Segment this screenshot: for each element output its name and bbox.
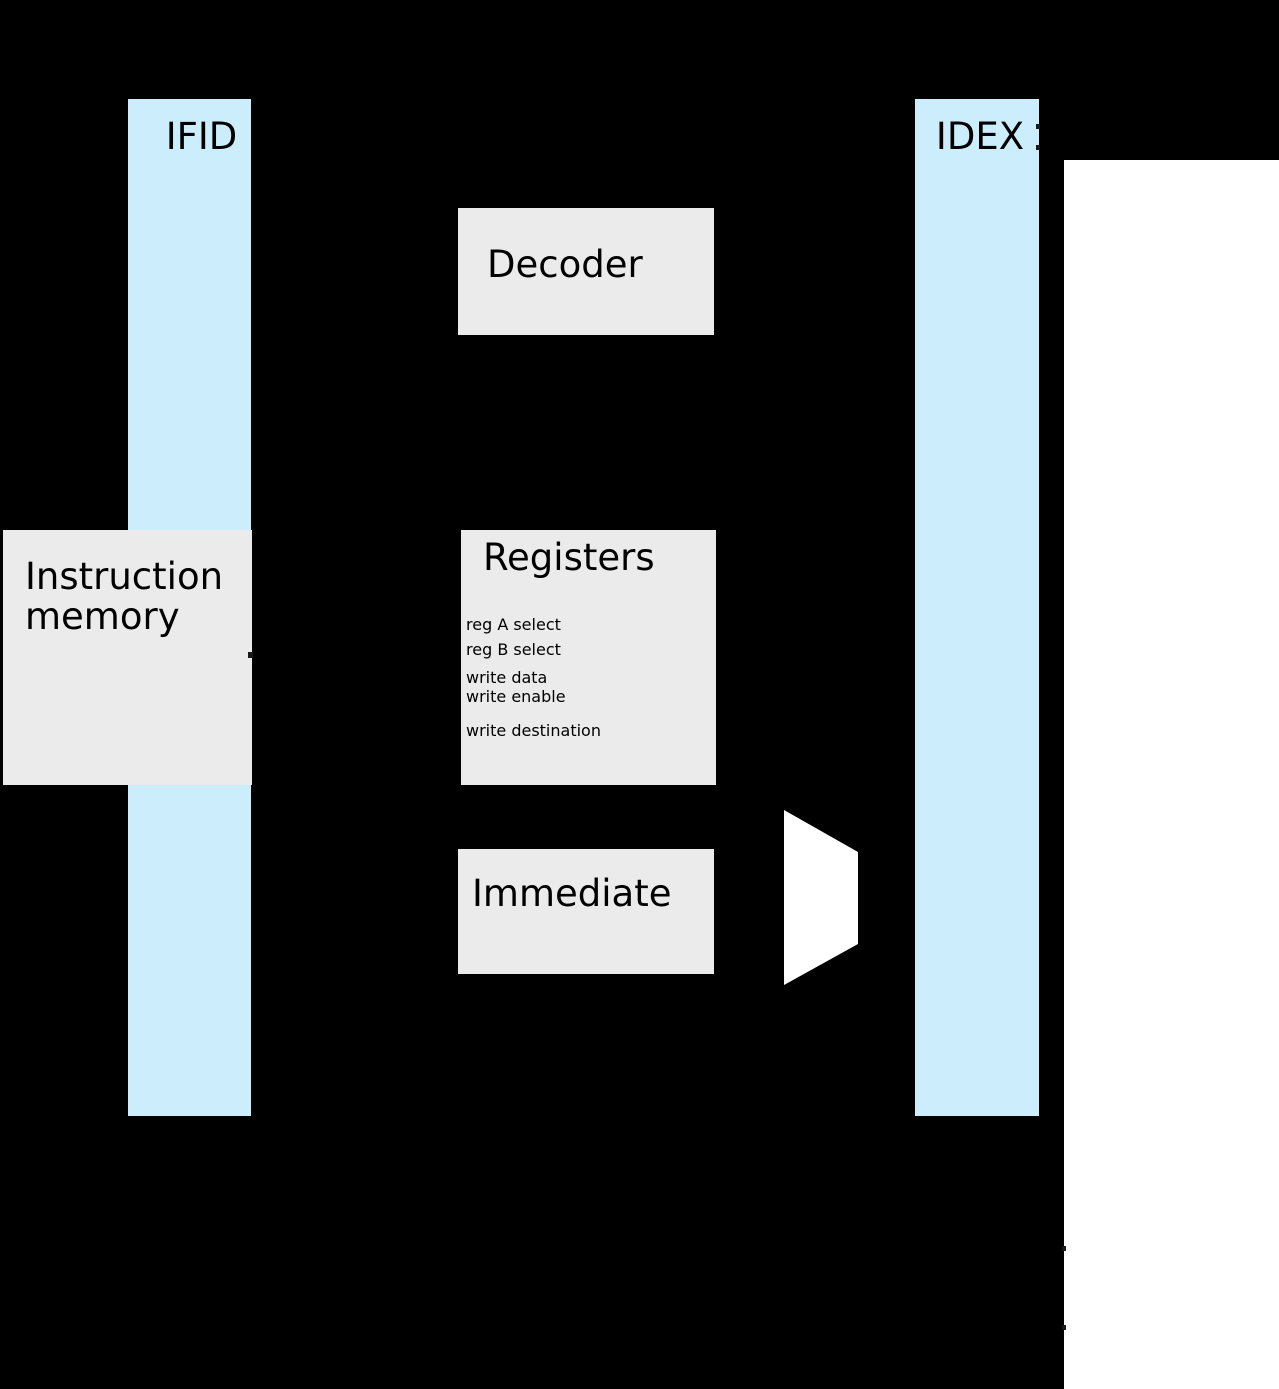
- unit-instruction-memory-label: Instruction memory: [25, 555, 224, 638]
- white-background-panel: [1064, 160, 1279, 1389]
- unit-instruction-memory[interactable]: [3, 530, 252, 785]
- registers-port-reg-a-select: reg A select: [466, 615, 561, 634]
- unit-registers-label: Registers: [483, 536, 655, 579]
- registers-port-reg-b-select: reg B select: [466, 640, 561, 659]
- registers-port-write-enable: write enable: [466, 687, 566, 706]
- unit-decoder-label: Decoder: [487, 243, 643, 286]
- bus-tick-icon-idex-lower: [1036, 145, 1040, 150]
- operand-multiplexer[interactable]: [783, 808, 863, 988]
- unit-immediate-label: Immediate: [472, 872, 672, 915]
- pipeline-register-ifid-label: IFID: [165, 115, 238, 158]
- pipeline-register-idex[interactable]: [915, 99, 1039, 1116]
- instruction-memory-output-port-icon: [248, 652, 253, 658]
- unit-registers[interactable]: [461, 530, 716, 785]
- pipeline-register-idex-label: IDEX: [935, 115, 1025, 158]
- registers-port-write-data: write data: [466, 668, 548, 687]
- unit-immediate[interactable]: [458, 849, 714, 974]
- bus-tick-icon-idex-upper: [1036, 124, 1040, 129]
- bus-tick-icon-upper: [1062, 1246, 1066, 1251]
- unit-decoder[interactable]: [458, 208, 714, 335]
- registers-port-write-destination: write destination: [466, 721, 601, 740]
- bus-tick-icon-middle: [1062, 1325, 1066, 1330]
